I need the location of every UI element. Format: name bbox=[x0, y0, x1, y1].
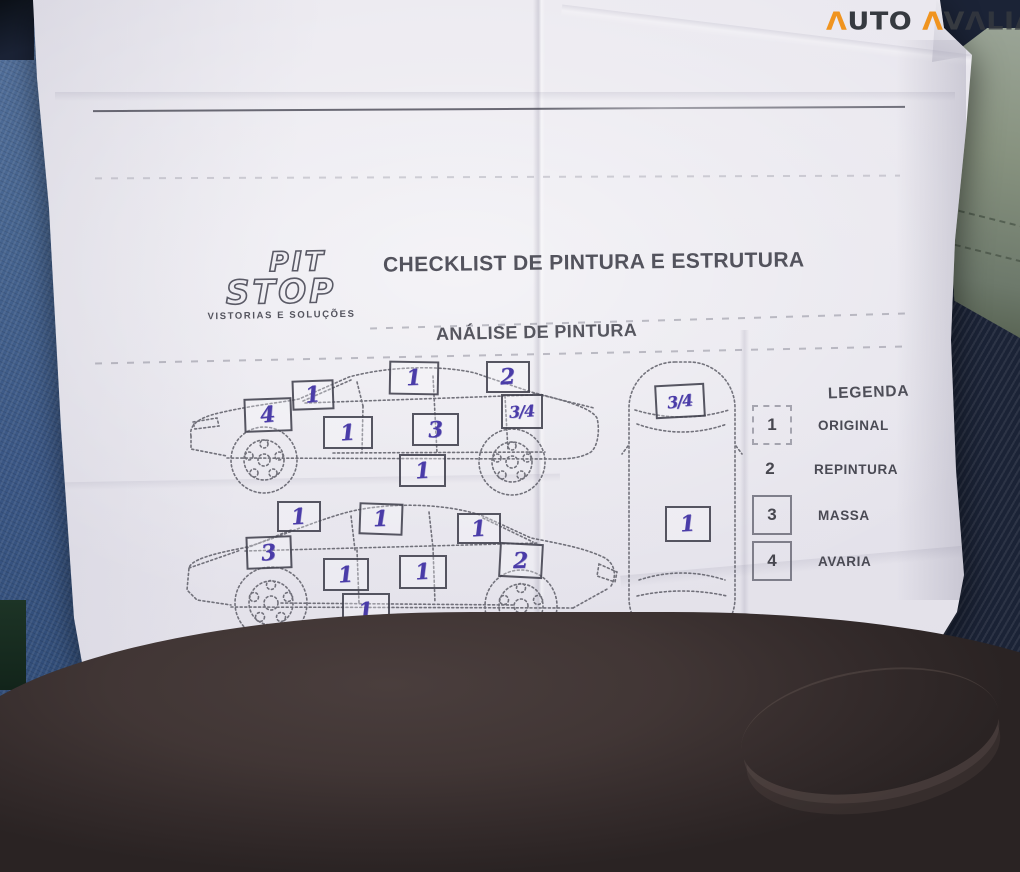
legend-label: REPINTURA bbox=[814, 461, 899, 477]
paint-mark-top-view-roof: 1 bbox=[665, 506, 711, 542]
handwritten-code: 1 bbox=[413, 456, 432, 485]
handwritten-code: 1 bbox=[679, 510, 697, 538]
paint-mark-side-view-upper-front-door: 1 bbox=[323, 416, 373, 449]
paint-mark-side-view-lower-rear-door: 1 bbox=[323, 558, 369, 591]
legend-code-box: 2 bbox=[765, 459, 775, 478]
handwritten-code: 3 bbox=[426, 415, 445, 444]
paint-mark-side-view-lower-front-door: 1 bbox=[399, 555, 447, 589]
legend-row-repintura: 2 REPINTURA bbox=[752, 450, 898, 488]
watermark-letter-a2: Λ bbox=[912, 7, 944, 36]
watermark-uto: UTO bbox=[847, 7, 913, 36]
paint-mark-side-view-upper-rear-glass: 2 bbox=[486, 361, 530, 393]
handwritten-code: 2 bbox=[499, 363, 517, 391]
paint-mark-side-view-upper-trunk: 3/4 bbox=[501, 394, 543, 429]
legend-label: ORIGINAL bbox=[818, 417, 889, 433]
paint-mark-side-view-upper-cowl: 1 bbox=[291, 379, 335, 411]
paint-mark-top-view-hood: 3/4 bbox=[654, 382, 706, 420]
handwritten-code: 1 bbox=[339, 418, 357, 447]
handwritten-code: 1 bbox=[414, 558, 432, 586]
handwritten-code: 3 bbox=[260, 538, 278, 567]
legend-row-massa: 3 MASSA bbox=[752, 495, 870, 535]
photo-of-inspection-sheet: PIT STOP VISTORIAS E SOLUÇÕES CHECKLIST … bbox=[0, 0, 1020, 768]
handwritten-code: 1 bbox=[304, 381, 322, 409]
paint-mark-side-view-upper-rear-door: 3 bbox=[412, 413, 459, 446]
watermark-aliar: ΛLIΛR bbox=[964, 7, 1020, 36]
watermark-v: V bbox=[943, 7, 965, 36]
legend-label: MASSA bbox=[818, 507, 870, 523]
legend-row-avaria: 4 AVARIA bbox=[752, 541, 872, 581]
handwritten-code: 1 bbox=[290, 502, 308, 531]
legend-code-box: 1 bbox=[752, 405, 792, 445]
handwritten-code: 3/4 bbox=[508, 401, 536, 422]
handwritten-code: 2 bbox=[513, 547, 529, 574]
dark-corner bbox=[0, 0, 34, 60]
legend-code-box: 3 bbox=[752, 495, 792, 535]
handwritten-code: 1 bbox=[470, 514, 488, 543]
legend-row-original: 1 ORIGINAL bbox=[752, 405, 889, 445]
legend-code-box: 4 bbox=[752, 541, 792, 581]
paint-mark-side-view-lower-front-roof: 1 bbox=[457, 513, 501, 544]
outside-greenery bbox=[0, 600, 26, 690]
dark-fabric-foreground bbox=[0, 612, 1020, 872]
paint-mark-side-view-upper-roof: 1 bbox=[388, 360, 440, 396]
paint-mark-side-view-lower-rear-fender: 3 bbox=[245, 535, 293, 570]
paint-mark-side-view-upper-hood: 4 bbox=[243, 397, 293, 433]
auto-avaliar-watermark: ΛUTO ΛVΛLIΛR bbox=[826, 7, 1020, 36]
paint-mark-side-view-lower-rear-roof: 1 bbox=[277, 501, 321, 532]
legend-label: AVARIA bbox=[818, 553, 872, 569]
handwritten-code: 1 bbox=[337, 560, 355, 589]
handwritten-code: 1 bbox=[372, 505, 390, 533]
watermark-letter-a: Λ bbox=[826, 7, 848, 36]
handwritten-code: 4 bbox=[259, 401, 277, 429]
paint-mark-side-view-lower-roof: 1 bbox=[358, 502, 404, 536]
paint-mark-side-view-upper-rocker: 1 bbox=[399, 454, 446, 487]
handwritten-code: 3/4 bbox=[666, 390, 694, 412]
paint-mark-side-view-lower-front-fender: 2 bbox=[498, 541, 544, 580]
handwritten-code: 1 bbox=[405, 364, 423, 392]
legend-title: LEGENDA bbox=[827, 382, 910, 403]
